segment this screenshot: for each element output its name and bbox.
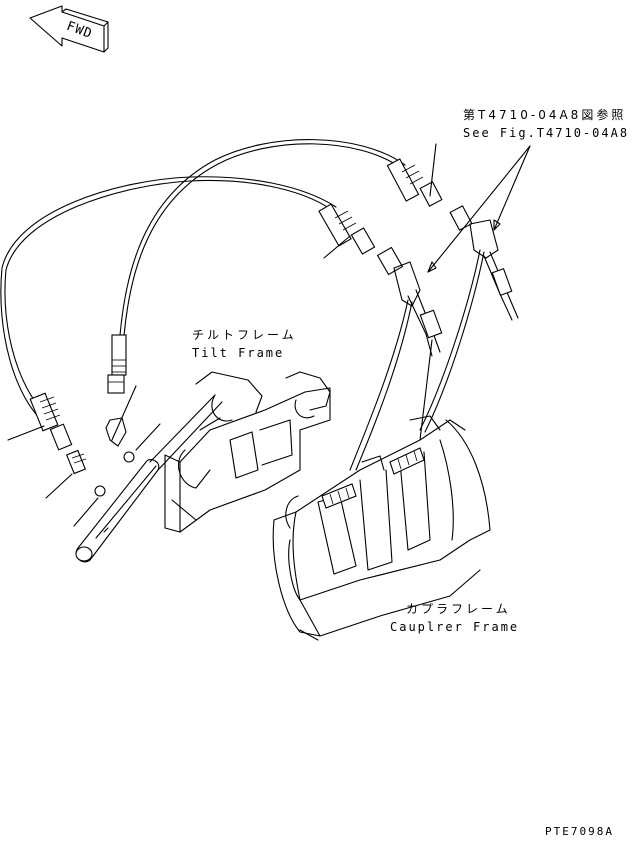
hose-upper-loop xyxy=(119,139,406,337)
leader-lines xyxy=(7,143,531,527)
fitting-upper-center xyxy=(318,203,443,357)
fitting-upper-right xyxy=(386,158,519,321)
coupler-frame-label-en: Cauplrer Frame xyxy=(390,620,520,634)
tilt-frame-drawing xyxy=(164,371,331,533)
coupler-frame-label-jp: カプラフレーム xyxy=(406,602,511,616)
fitting-left-lower xyxy=(29,392,87,475)
coupler-frame-drawing xyxy=(272,415,491,641)
drawing-number: PTE7098A xyxy=(545,825,614,838)
tilt-frame-label-en: Tilt Frame xyxy=(192,346,285,360)
fwd-arrow-icon xyxy=(29,5,109,53)
tilt-frame-label-jp: チルトフレーム xyxy=(192,328,297,342)
hose-left-loop xyxy=(0,176,337,425)
fitting-left-upper xyxy=(94,334,135,497)
hose-lower-lines xyxy=(349,249,485,471)
tilt-cylinder xyxy=(75,394,223,563)
reference-label-en: See Fig.T4710-04A8 xyxy=(463,126,630,140)
reference-label-jp: 第T4710-04A8図参照 xyxy=(463,108,627,122)
